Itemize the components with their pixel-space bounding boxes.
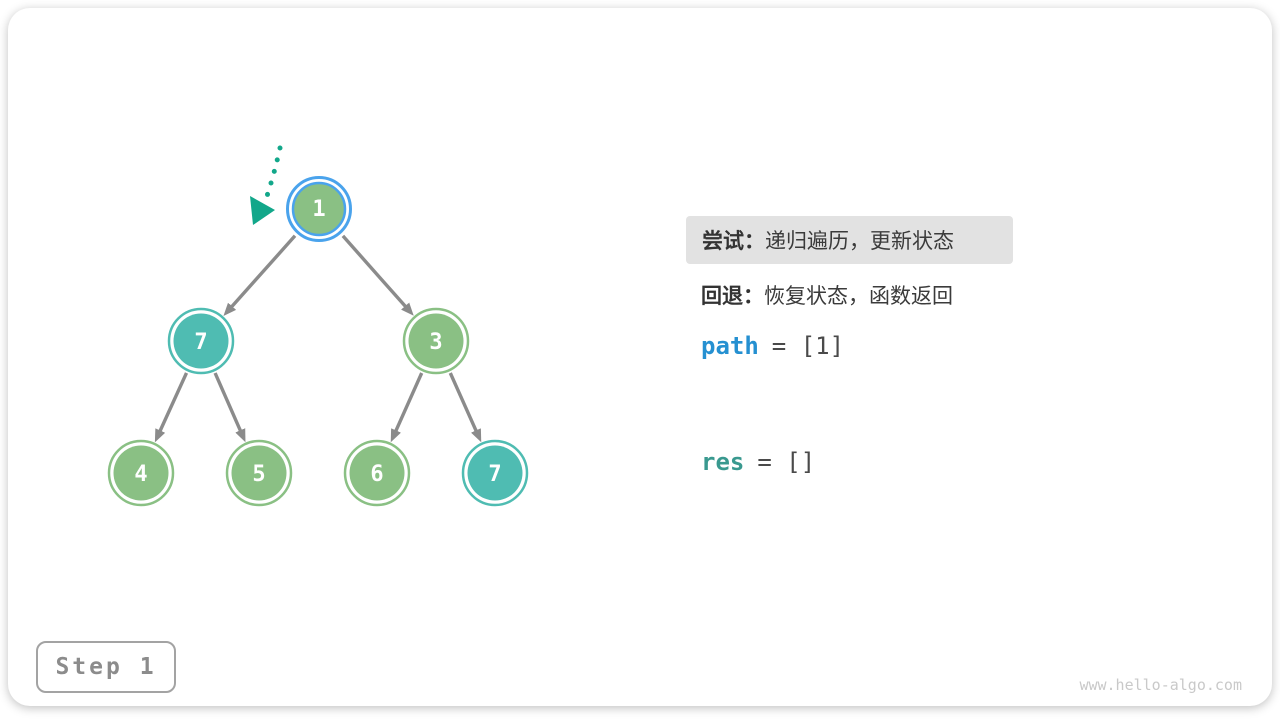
tree-edge bbox=[213, 372, 246, 443]
tree-node-value: 7 bbox=[488, 462, 501, 487]
tree-node-n3: 3 bbox=[402, 307, 470, 375]
try-text: 递归遍历，更新状态 bbox=[765, 230, 954, 253]
tree-node-n7l: 7 bbox=[167, 307, 235, 375]
back-text: 恢复状态，函数返回 bbox=[764, 285, 953, 308]
variable-path: path = [1] bbox=[701, 332, 844, 360]
tree-edge bbox=[448, 372, 482, 443]
step-badge-label: Step 1 bbox=[55, 654, 157, 680]
tree-node-value: 3 bbox=[429, 330, 442, 355]
tree-edges bbox=[154, 234, 482, 443]
variable-res-value: = [] bbox=[757, 448, 816, 476]
variable-res-name: res bbox=[701, 448, 745, 476]
back-annotation: 回退：恢复状态，函数返回 bbox=[701, 280, 953, 310]
tree-node-n5: 5 bbox=[225, 439, 293, 507]
try-label: 尝试： bbox=[702, 230, 765, 253]
step-badge: Step 1 bbox=[36, 641, 176, 693]
tree-node-value: 7 bbox=[194, 330, 207, 355]
tree-node-value: 1 bbox=[312, 197, 325, 222]
tree-edge bbox=[390, 372, 424, 443]
tree-edge bbox=[341, 234, 414, 316]
tree-edge bbox=[154, 372, 189, 443]
tree-edge bbox=[223, 234, 297, 316]
variable-res: res = [] bbox=[701, 448, 815, 476]
variable-path-value: = [1] bbox=[771, 332, 845, 360]
watermark: www.hello-algo.com bbox=[1079, 676, 1242, 694]
back-label: 回退： bbox=[701, 285, 764, 308]
pointer-arrowhead-icon bbox=[250, 196, 275, 225]
current-node-pointer-icon bbox=[250, 145, 283, 225]
variable-path-name: path bbox=[701, 332, 759, 360]
slide-card: 1 7 3 4 5 6 7 尝试：递归遍历，更新状态 回退：恢复状态，函数返回 path = … bbox=[8, 8, 1272, 706]
tree-node-n6: 6 bbox=[343, 439, 411, 507]
tree-node-n7r: 7 bbox=[461, 439, 529, 507]
tree-node-value: 4 bbox=[134, 462, 147, 487]
tree-node-n1: 1 bbox=[286, 176, 352, 242]
tree-node-value: 6 bbox=[370, 462, 383, 487]
pointer-dotted-path bbox=[263, 145, 283, 202]
tree-node-n4: 4 bbox=[107, 439, 175, 507]
tree-node-value: 5 bbox=[252, 462, 265, 487]
try-annotation: 尝试：递归遍历，更新状态 bbox=[686, 216, 1013, 264]
binary-tree-diagram: 1 7 3 4 5 6 7 bbox=[107, 145, 529, 507]
tree-nodes: 1 7 3 4 5 6 7 bbox=[107, 176, 529, 507]
